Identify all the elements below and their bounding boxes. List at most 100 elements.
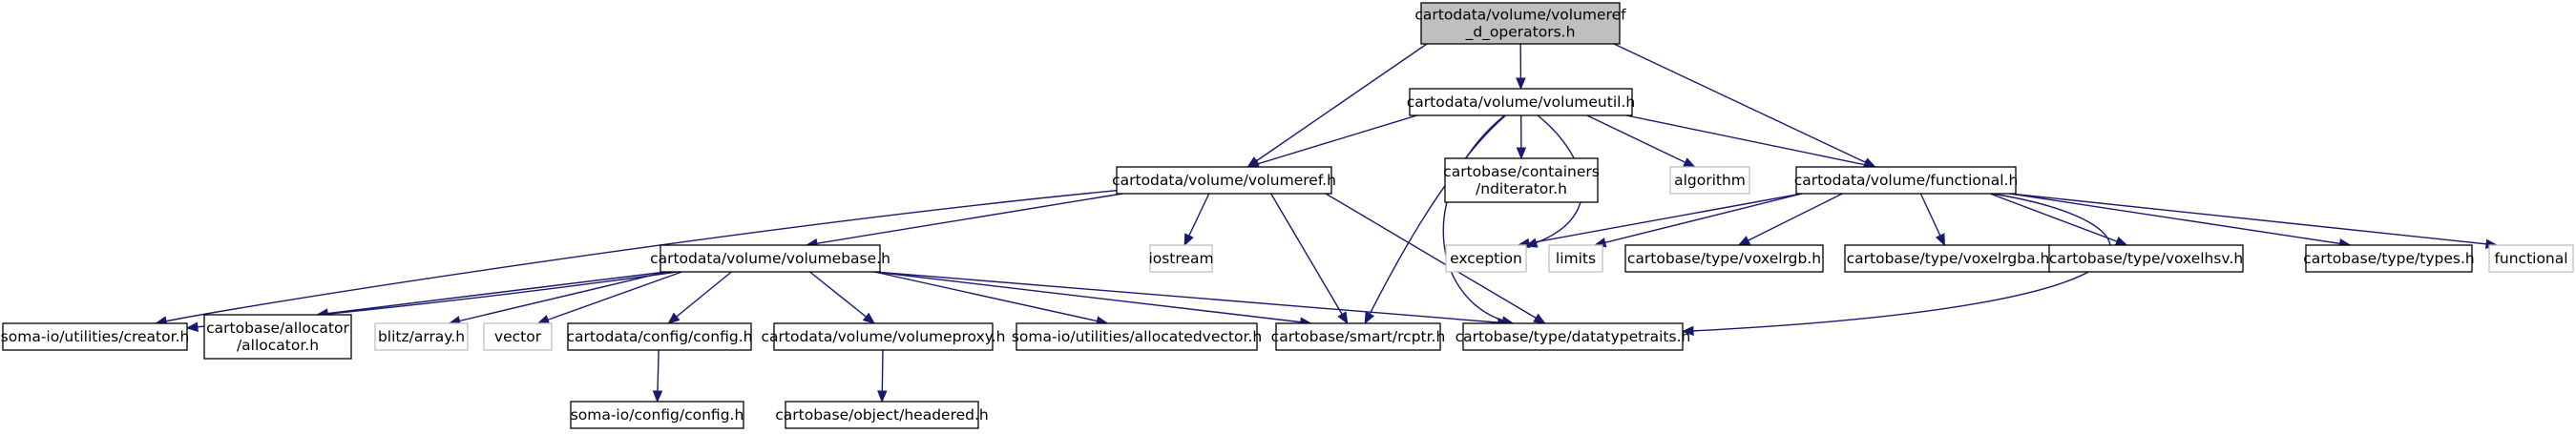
node-label-root: cartodata/volume/volumeref xyxy=(1414,7,1626,24)
node-somaconfig[interactable]: soma-io/config/config.h xyxy=(570,401,744,429)
edge-functional-to-limits xyxy=(1594,193,1803,246)
node-label-allocator: cartobase/allocator xyxy=(206,320,349,337)
node-label-voxelrgba: cartobase/type/voxelrgba.h xyxy=(1847,250,2050,267)
node-label-functional_std: functional xyxy=(2494,250,2567,267)
node-voxelhsv[interactable]: cartobase/type/voxelhsv.h xyxy=(2048,244,2244,273)
edge-volumeref-to-volumebase xyxy=(806,193,1123,246)
node-root[interactable]: cartodata/volume/volumeref_d_operators.h xyxy=(1414,2,1626,45)
edge-functional-to-voxelrgba-arrowhead xyxy=(1935,233,1946,247)
node-allocatedvector[interactable]: soma-io/utilities/allocatedvector.h xyxy=(1012,322,1262,351)
edge-volumeutil-to-nditerator-arrowhead xyxy=(1516,147,1527,160)
node-box-volumeproxy xyxy=(773,322,994,351)
edge-functional-to-functional_std xyxy=(2009,193,2498,246)
node-vector[interactable]: vector xyxy=(483,322,553,351)
edge-volumebase-to-volumeproxy xyxy=(809,271,875,324)
node-label-allocatedvector: soma-io/utilities/allocatedvector.h xyxy=(1012,328,1262,345)
edge-volumeref-to-datatypetraits xyxy=(1325,193,1546,324)
edge-volumeref-to-datatypetraits-arrowhead xyxy=(1533,313,1546,324)
node-box-rcptr xyxy=(1275,322,1441,351)
node-box-root xyxy=(1420,2,1621,45)
node-label-datatypetraits: cartobase/type/datatypetraits.h xyxy=(1456,328,1691,345)
edge-volumebase-to-rcptr xyxy=(873,271,1311,324)
node-datatypetraits[interactable]: cartobase/type/datatypetraits.h xyxy=(1456,322,1691,351)
node-exception[interactable]: exception xyxy=(1445,244,1527,273)
edge-volumeref-to-rcptr-arrowhead xyxy=(1337,311,1349,325)
node-box-voxelrgba xyxy=(1844,244,2052,273)
node-box-voxelhsv xyxy=(2048,244,2244,273)
node-label-vector: vector xyxy=(494,328,542,345)
node-rcptr[interactable]: cartobase/smart/rcptr.h xyxy=(1271,322,1446,351)
edge-functional-to-voxelrgb-arrowhead xyxy=(1737,236,1751,246)
edge-volumeutil-to-algorithm-arrowhead xyxy=(1683,157,1696,168)
node-box-functional xyxy=(1795,166,2017,195)
edge-volumeutil-to-functional xyxy=(1625,114,1875,168)
edge-volumebase-to-vector-arrowhead xyxy=(536,315,551,325)
node-box-volumeutil xyxy=(1409,88,1633,116)
node-label-limits: limits xyxy=(1556,250,1596,267)
edge-volumeutil-to-rcptr-arrowhead xyxy=(1364,311,1375,325)
node-label-config: cartodata/config/config.h xyxy=(567,328,753,345)
node-box-allocatedvector xyxy=(1016,322,1258,351)
edge-functional-to-datatypetraits-arrowhead xyxy=(1681,325,1694,337)
node-config[interactable]: cartodata/config/config.h xyxy=(567,322,753,351)
node-box-nditerator xyxy=(1444,157,1599,203)
node-iostream[interactable]: iostream xyxy=(1148,244,1214,273)
edge-config-to-somaconfig-arrowhead xyxy=(652,390,663,403)
node-label-nditerator: cartobase/containers xyxy=(1443,163,1600,180)
edge-functional-to-exception xyxy=(1518,193,1803,246)
node-allocator[interactable]: cartobase/allocator/allocator.h xyxy=(203,314,352,360)
node-label-volumeproxy: cartodata/volume/volumeproxy.h xyxy=(762,328,1006,345)
edge-volumeutil-to-algorithm xyxy=(1586,114,1695,168)
node-box-vector xyxy=(483,322,553,351)
node-label-types: cartobase/type/types.h xyxy=(2303,250,2474,267)
node-creator[interactable]: soma-io/utilities/creator.h xyxy=(1,322,190,351)
node-functional_std[interactable]: functional xyxy=(2488,244,2574,273)
node-label-iostream: iostream xyxy=(1148,250,1213,267)
node-types[interactable]: cartobase/type/types.h xyxy=(2303,244,2475,273)
node-box-allocator xyxy=(203,314,352,360)
node-label-exception: exception xyxy=(1450,250,1522,267)
edge-functional-to-voxelhsv xyxy=(1989,193,2127,246)
node-functional[interactable]: cartodata/volume/functional.h xyxy=(1794,166,2019,195)
node-label-voxelrgb: cartobase/type/voxelrgb.h xyxy=(1627,250,1821,267)
node-box-blitz xyxy=(374,322,469,351)
node-box-voxelrgb xyxy=(1624,244,1824,273)
edge-volumebase-to-datatypetraits xyxy=(873,271,1509,324)
node-label-root: _d_operators.h xyxy=(1465,24,1576,42)
edge-volumebase-to-volumeproxy-arrowhead xyxy=(862,312,876,324)
node-box-somaconfig xyxy=(570,401,744,429)
edge-functional-to-voxelrgb xyxy=(1738,193,1843,246)
node-box-exception xyxy=(1445,244,1527,273)
node-box-volumebase xyxy=(660,244,881,273)
node-voxelrgb[interactable]: cartobase/type/voxelrgb.h xyxy=(1624,244,1824,273)
edge-root-to-functional xyxy=(1613,43,1875,168)
edge-volumeproxy-to-headered-arrowhead xyxy=(877,390,888,403)
node-label-volumeutil: cartodata/volume/volumeutil.h xyxy=(1407,93,1635,111)
node-box-functional_std xyxy=(2488,244,2574,273)
node-box-creator xyxy=(2,322,188,351)
node-limits[interactable]: limits xyxy=(1548,244,1603,273)
node-algorithm[interactable]: algorithm xyxy=(1669,166,1750,195)
node-blitz[interactable]: blitz/array.h xyxy=(374,322,469,351)
node-box-algorithm xyxy=(1669,166,1750,195)
node-voxelrgba[interactable]: cartobase/type/voxelrgba.h xyxy=(1844,244,2052,273)
edge-functional-to-voxelhsv-arrowhead xyxy=(2114,237,2128,246)
node-label-headered: cartobase/object/headered.h xyxy=(775,406,989,424)
node-label-somaconfig: soma-io/config/config.h xyxy=(571,406,744,424)
node-volumeutil[interactable]: cartodata/volume/volumeutil.h xyxy=(1407,88,1635,116)
edge-root-to-volumeref xyxy=(1246,43,1428,168)
node-nditerator[interactable]: cartobase/containers/nditerator.h xyxy=(1443,157,1600,203)
node-box-headered xyxy=(785,401,979,429)
edge-volumeref-to-iostream-arrowhead xyxy=(1183,233,1194,247)
node-volumeproxy[interactable]: cartodata/volume/volumeproxy.h xyxy=(762,322,1006,351)
edge-volumebase-to-vector xyxy=(537,271,682,324)
edge-volumeref-to-rcptr xyxy=(1270,193,1349,324)
edge-volumebase-to-creator-arrowhead xyxy=(185,321,199,332)
node-label-voxelhsv: cartobase/type/voxelhsv.h xyxy=(2049,250,2243,267)
node-headered[interactable]: cartobase/object/headered.h xyxy=(775,401,989,429)
edge-volumeutil-to-volumeref xyxy=(1247,114,1417,168)
node-box-datatypetraits xyxy=(1462,322,1684,351)
node-volumebase[interactable]: cartodata/volume/volumebase.h xyxy=(650,244,890,273)
node-volumeref[interactable]: cartodata/volume/volumeref.h xyxy=(1112,166,1336,195)
